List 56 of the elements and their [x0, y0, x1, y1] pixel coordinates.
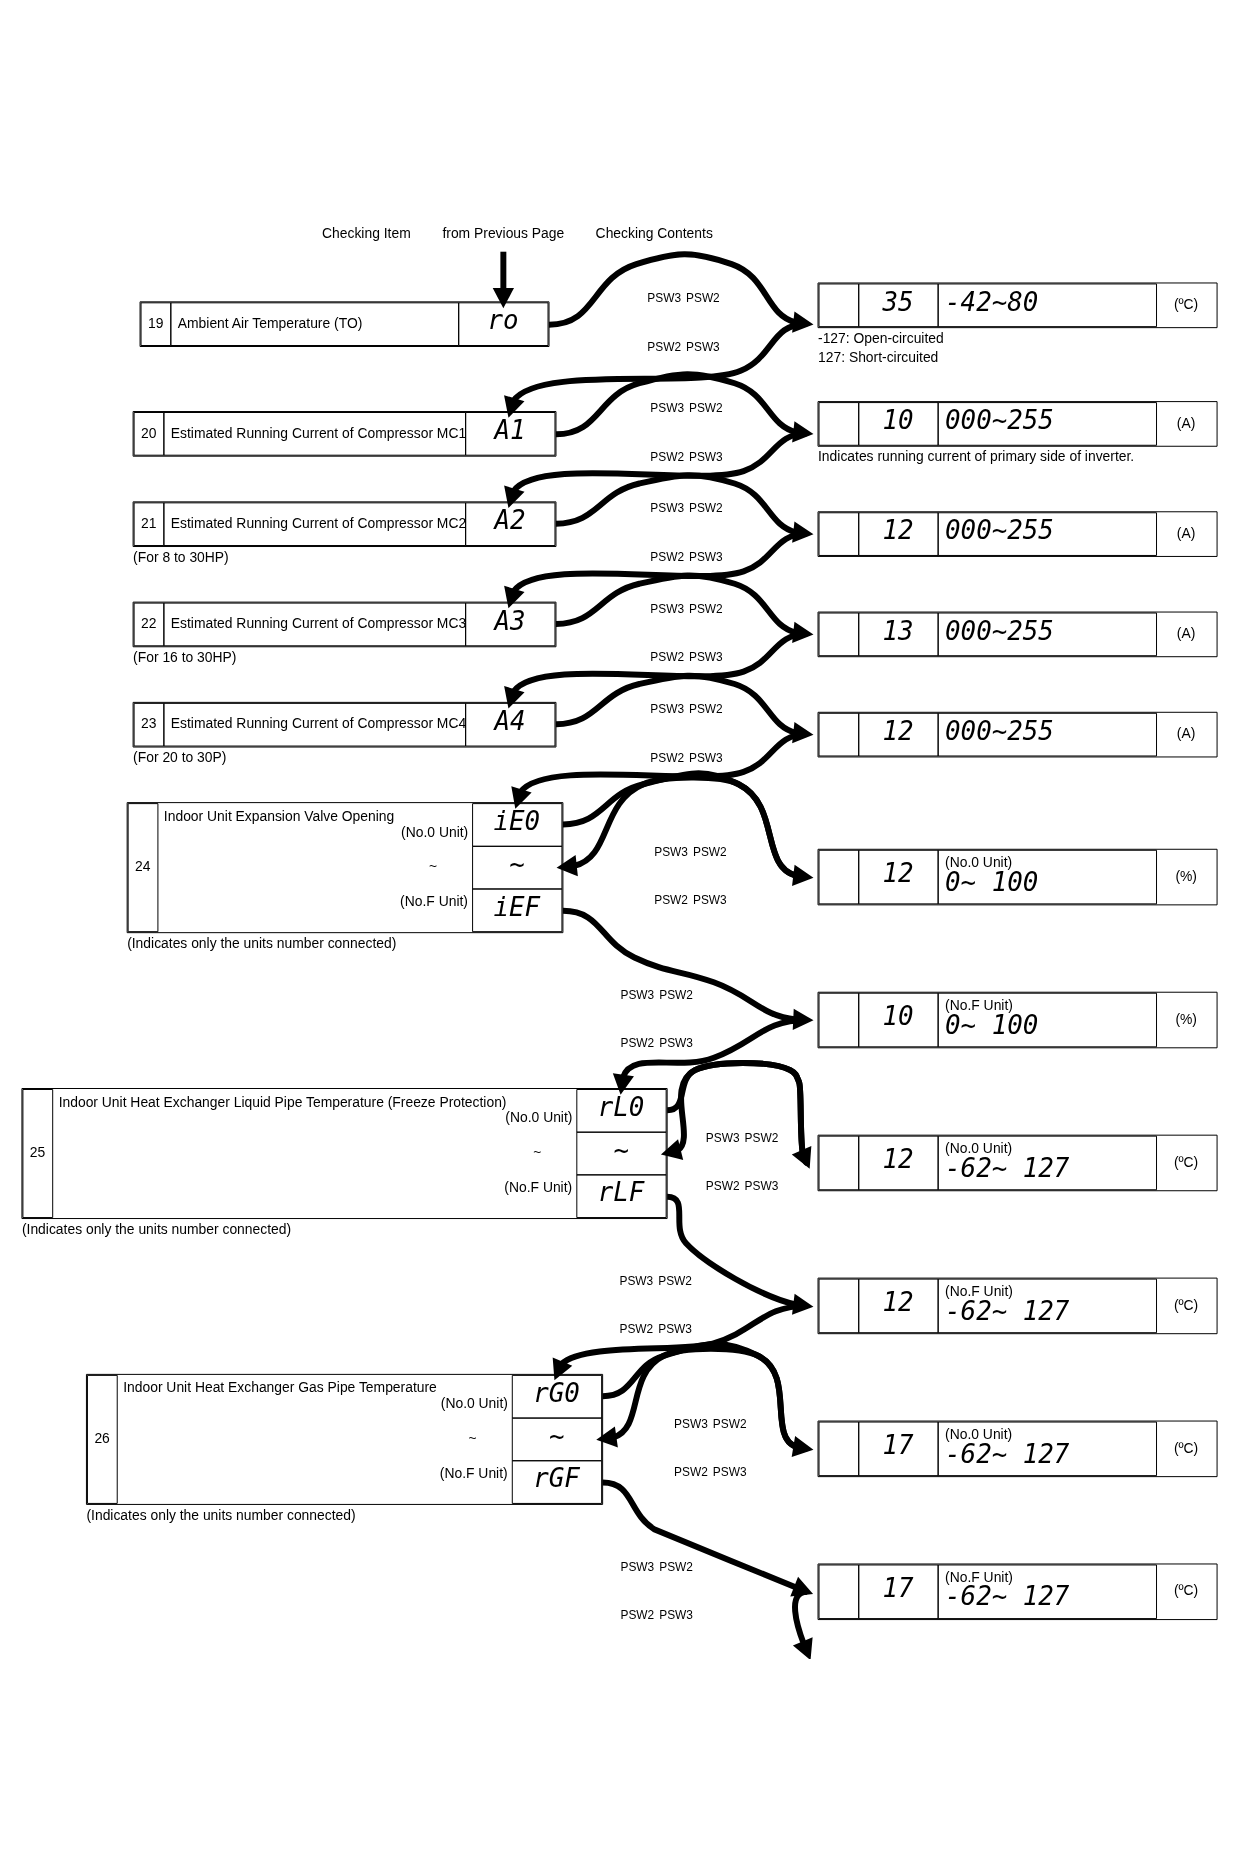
label: PSW3	[688, 750, 723, 765]
label: PSW2	[686, 290, 720, 305]
node-text: from Previous Page	[442, 224, 565, 241]
label: PSW2	[620, 1035, 655, 1050]
label: PSW2	[619, 1321, 654, 1336]
node-label: 127: Short-circuited	[818, 348, 939, 365]
node-label: (For 16 to 30HP)	[133, 648, 237, 665]
node-label: (For 8 to 30HP)	[133, 548, 229, 565]
node-label: (Indicates only the units number connected)	[86, 1506, 356, 1523]
label: PSW2	[674, 1464, 708, 1479]
label: PSW2	[688, 601, 723, 616]
label: PSW2	[659, 987, 693, 1002]
label: PSW2	[658, 1273, 692, 1288]
label: PSW3	[654, 844, 688, 859]
label: PSW3	[692, 892, 727, 907]
label: PSW2	[688, 500, 723, 515]
label: PSW3	[688, 449, 723, 464]
label: PSW3	[620, 1559, 655, 1574]
label: PSW2	[647, 339, 682, 354]
label: PSW3	[647, 290, 682, 305]
label: PSW2	[692, 844, 727, 859]
label: PSW3	[619, 1273, 654, 1288]
label: PSW3	[658, 1321, 692, 1336]
label: Checking Item	[322, 224, 411, 241]
label: PSW2	[659, 1559, 693, 1574]
label: PSW3	[688, 549, 723, 564]
node-label: Indicates running current of primary side of inverter.	[818, 447, 1135, 464]
label: PSW3	[650, 601, 685, 616]
label: PSW2	[688, 701, 723, 716]
label: PSW2	[650, 649, 685, 664]
label: PSW2	[712, 1416, 747, 1431]
label: PSW3	[744, 1178, 779, 1193]
label: PSW3	[674, 1416, 708, 1431]
label: PSW3	[688, 649, 723, 664]
node-label: -127: Open-circuited	[818, 329, 944, 346]
label: PSW2	[650, 750, 685, 765]
label: PSW3	[712, 1464, 747, 1479]
label: PSW2	[620, 1607, 655, 1622]
node-label: (For 20 to 30P)	[133, 748, 227, 765]
label: PSW3	[659, 1035, 693, 1050]
label: PSW2	[654, 892, 688, 907]
label: PSW3	[659, 1607, 693, 1622]
label: PSW3	[705, 1130, 740, 1145]
node-label: (Indicates only the units number connected)	[127, 934, 397, 951]
label: PSW3	[620, 987, 655, 1002]
label: PSW3	[650, 400, 685, 415]
label: PSW3	[650, 701, 685, 716]
node-label: (Indicates only the units number connected)	[21, 1220, 292, 1237]
label: PSW2	[705, 1178, 740, 1193]
label: PSW2	[744, 1130, 779, 1145]
label: PSW2	[650, 449, 685, 464]
label: PSW3	[650, 500, 685, 515]
label: PSW2	[650, 549, 685, 564]
label: Checking Contents	[595, 224, 713, 241]
label: PSW2	[688, 400, 723, 415]
label: PSW3	[686, 339, 720, 354]
